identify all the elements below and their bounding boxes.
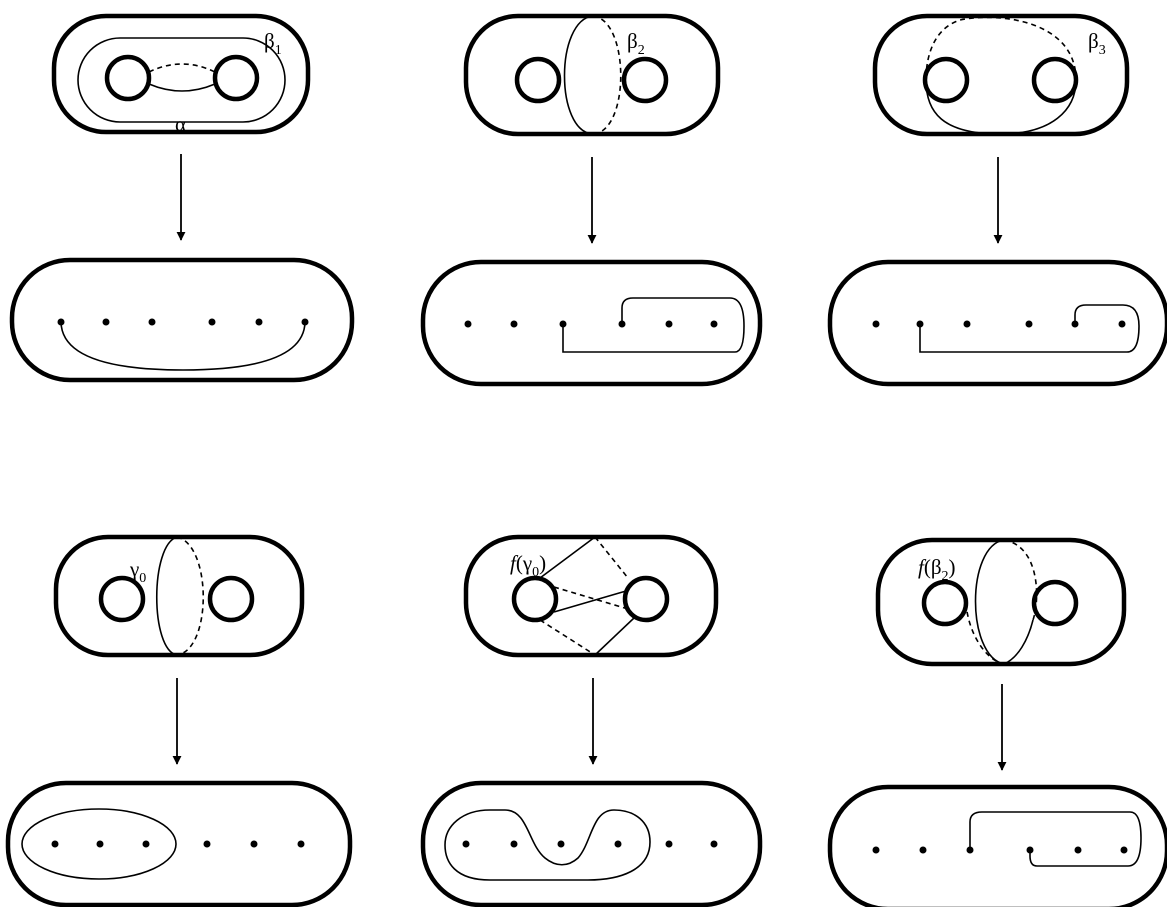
branch-point [919,846,927,854]
branch-point [1118,320,1126,328]
sphere-with-points [420,780,763,907]
arc-image [969,811,1142,867]
label-f-beta2: f(β2) [918,555,956,584]
branch-point [96,840,104,848]
curve-f-gamma0 [594,617,635,656]
curve-f-beta2 [1003,539,1038,621]
branch-point [462,840,470,848]
curve-beta2-front [563,15,594,135]
genus2-surface [463,534,719,658]
curve-alpha-back [148,63,216,73]
surface-hole-right [622,575,670,623]
branch-point [1074,846,1082,854]
branch-point [203,840,211,848]
branch-point [51,840,59,848]
branch-point [255,318,263,326]
branch-point [872,320,880,328]
panel-f-beta2: f(β2) [827,537,1167,907]
sphere-with-points [827,784,1167,907]
sphere-with-points [420,259,763,387]
arc-image [919,304,1140,353]
label-beta1: β1 [264,29,282,58]
branch-point [510,840,518,848]
surface-hole-left [104,54,152,102]
branch-point [916,320,924,328]
label-gamma0: γ0 [129,557,146,586]
curve-f-gamma0 [553,586,629,610]
curve-alpha-front [148,83,216,92]
branch-point [559,320,567,328]
panel-gamma0: γ0 [5,534,353,907]
label-beta3: β3 [1088,29,1106,58]
genus2-surface [875,537,1127,667]
genus2-surface [51,13,311,135]
genus2-surface [53,534,305,658]
curve-f-gamma0 [594,536,629,579]
branch-point [301,318,309,326]
branch-point [710,840,718,848]
branch-point [57,318,65,326]
branch-point [710,320,718,328]
sphere-with-points [5,780,353,907]
branch-point [148,318,156,326]
surface-hole-left [98,575,146,623]
branch-point [614,840,622,848]
branch-point [963,320,971,328]
panel-beta2: β2 [420,13,763,387]
branch-point [142,840,150,848]
surface-hole-left [921,579,969,627]
label-alpha: α [175,112,186,136]
curve-image [21,808,177,880]
panel-beta1: α β1 [9,13,355,383]
surface-hole-right [1031,56,1079,104]
surface-hole-left [511,575,559,623]
genus2-surface [463,13,721,137]
branch-point [665,840,673,848]
surface-hole-right [207,575,255,623]
curve-beta3-back [925,16,1077,81]
arc-image [562,297,745,353]
label-beta2: β2 [627,29,645,58]
surface-hole-left [922,56,970,104]
branch-point [1025,320,1033,328]
branch-point [872,846,880,854]
arc-image [60,321,306,371]
branch-point [297,840,305,848]
branch-point [557,840,565,848]
branch-point [1026,846,1034,854]
curve-beta1 [77,37,286,123]
branch-point [510,320,518,328]
branch-point [665,320,673,328]
sphere-with-points [827,259,1167,387]
label-f-gamma0: f(γ0) [510,551,546,580]
branch-point [464,320,472,328]
branch-point [250,840,258,848]
branch-point [102,318,110,326]
curve-f-gamma0 [553,590,627,613]
curve-f-gamma0 [539,619,596,656]
panel-beta3: β3 [827,13,1167,387]
branch-point [1120,846,1128,854]
panel-f-gamma0: f(γ0) [420,534,763,907]
curve-gamma0-front [156,536,178,656]
surface-hole-left [514,56,562,104]
branch-point [1071,320,1079,328]
curve-beta2-back [592,15,622,135]
curve-f-beta2 [974,539,1005,665]
surface-hole-right [1031,579,1079,627]
branch-point [208,318,216,326]
curve-f-gamma0 [539,536,596,579]
surface-hole-right [212,54,260,102]
curve-gamma0-back [176,536,205,656]
surface-hole-right [621,56,669,104]
curve-beta3-front [925,79,1077,135]
curve-f-beta2 [1003,619,1034,665]
branch-point [618,320,626,328]
branch-point [966,846,974,854]
curve-f-beta2 [965,602,1005,665]
curve-image [444,809,651,881]
sphere-with-points [9,257,355,383]
